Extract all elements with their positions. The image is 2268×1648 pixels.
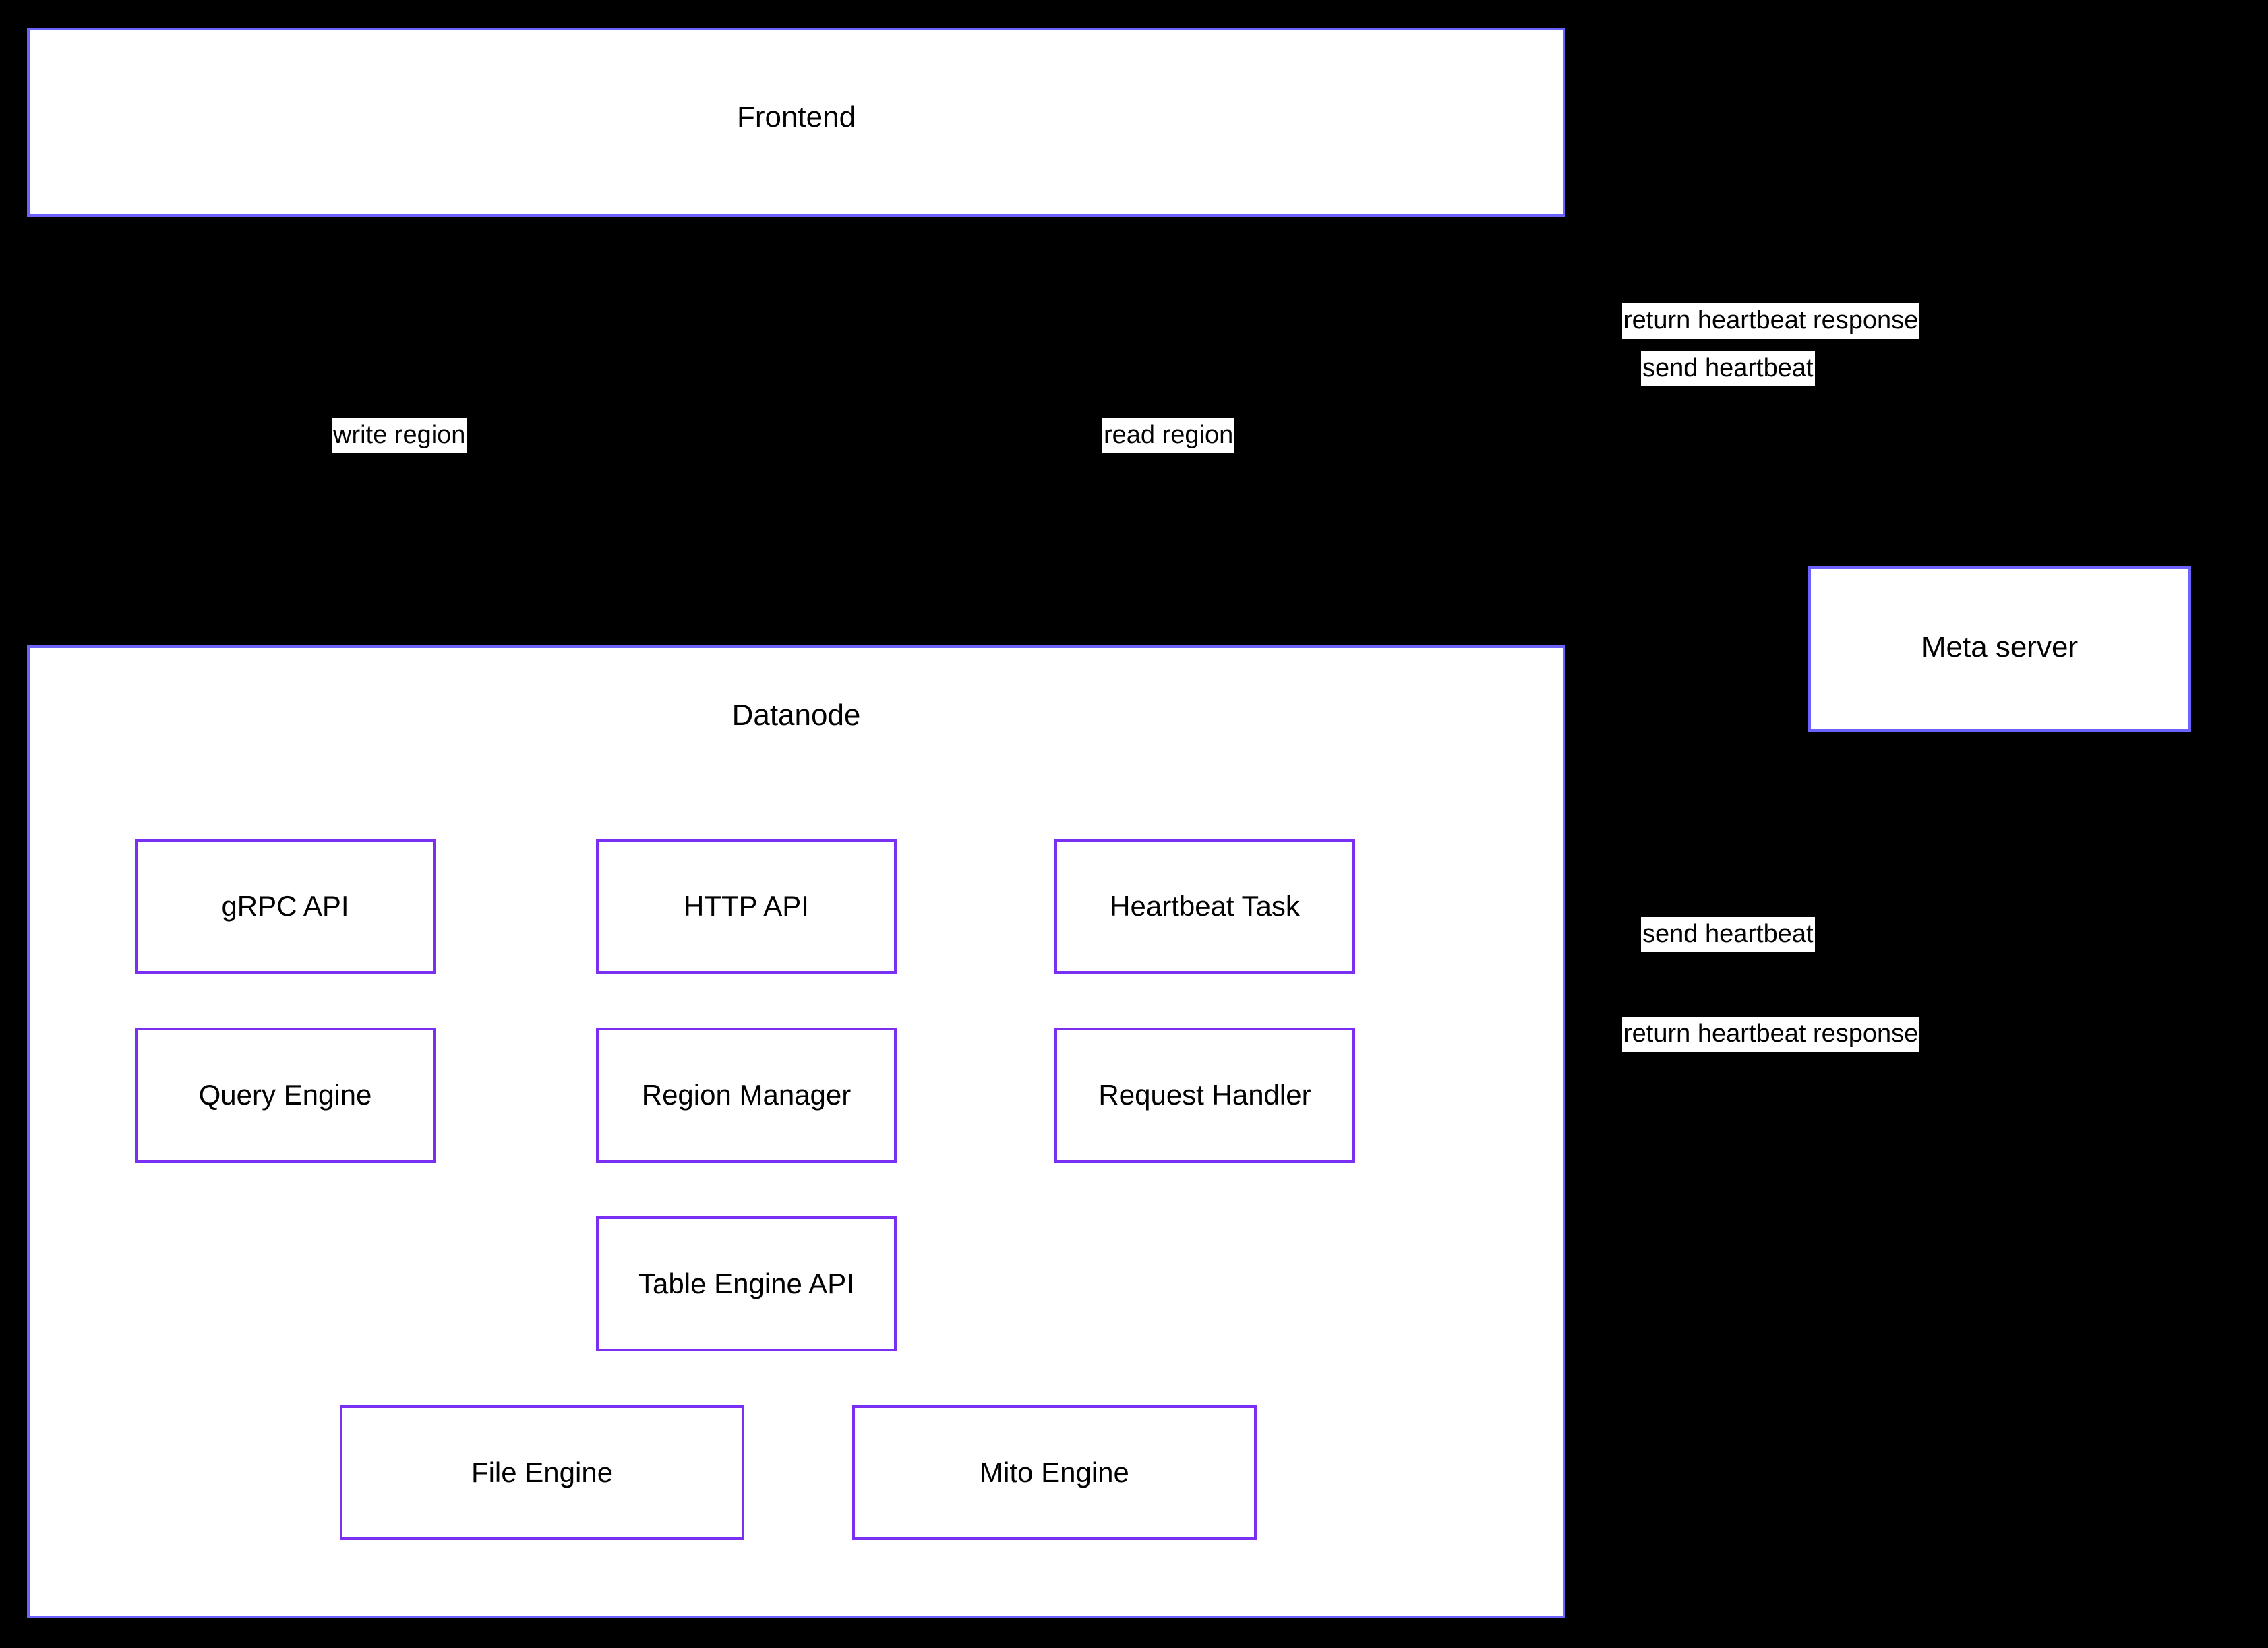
edge-label-datanode-send-heartbeat: send heartbeat: [1641, 917, 1815, 952]
component-http-api-label: HTTP API: [684, 889, 809, 922]
edge-label-datanode-return-heartbeat-response: return heartbeat response: [1622, 1017, 1920, 1052]
component-query-engine[interactable]: Query Engine: [135, 1028, 436, 1163]
node-frontend[interactable]: Frontend: [27, 28, 1565, 217]
node-meta-server-label: Meta server: [1921, 630, 2079, 664]
connector-frontend-meta-response: [1564, 76, 1889, 325]
component-heartbeat-task[interactable]: Heartbeat Task: [1054, 839, 1355, 974]
node-meta-server[interactable]: Meta server: [1808, 566, 2191, 732]
component-request-handler-label: Request Handler: [1098, 1078, 1311, 1111]
component-file-engine[interactable]: File Engine: [340, 1405, 744, 1540]
component-grpc-api-label: gRPC API: [221, 889, 349, 922]
component-table-engine-api[interactable]: Table Engine API: [596, 1216, 897, 1351]
component-mito-engine[interactable]: Mito Engine: [852, 1405, 1257, 1540]
component-region-manager-label: Region Manager: [641, 1078, 852, 1111]
edge-label-read-region: read region: [1102, 418, 1235, 453]
edge-label-frontend-send-heartbeat: send heartbeat: [1641, 351, 1815, 386]
component-file-engine-label: File Engine: [471, 1456, 614, 1488]
connector-frontend-meta-send: [1564, 168, 1862, 380]
node-datanode-label: Datanode: [732, 699, 861, 732]
component-table-engine-api-label: Table Engine API: [638, 1267, 854, 1299]
component-query-engine-label: Query Engine: [198, 1078, 372, 1111]
component-http-api[interactable]: HTTP API: [596, 839, 897, 974]
edge-label-frontend-return-heartbeat-response: return heartbeat response: [1622, 303, 1920, 339]
component-heartbeat-task-label: Heartbeat Task: [1110, 889, 1300, 922]
component-mito-engine-label: Mito Engine: [980, 1456, 1129, 1488]
node-frontend-label: Frontend: [736, 100, 856, 134]
component-region-manager[interactable]: Region Manager: [596, 1028, 897, 1163]
component-request-handler[interactable]: Request Handler: [1054, 1028, 1355, 1163]
edge-label-write-region: write region: [332, 418, 467, 453]
component-grpc-api[interactable]: gRPC API: [135, 839, 436, 974]
node-datanode[interactable]: Datanode gRPC API HTTP API Heartbeat Tas…: [27, 645, 1565, 1618]
connector-frontend-meta-send-tail: [1859, 377, 1930, 567]
